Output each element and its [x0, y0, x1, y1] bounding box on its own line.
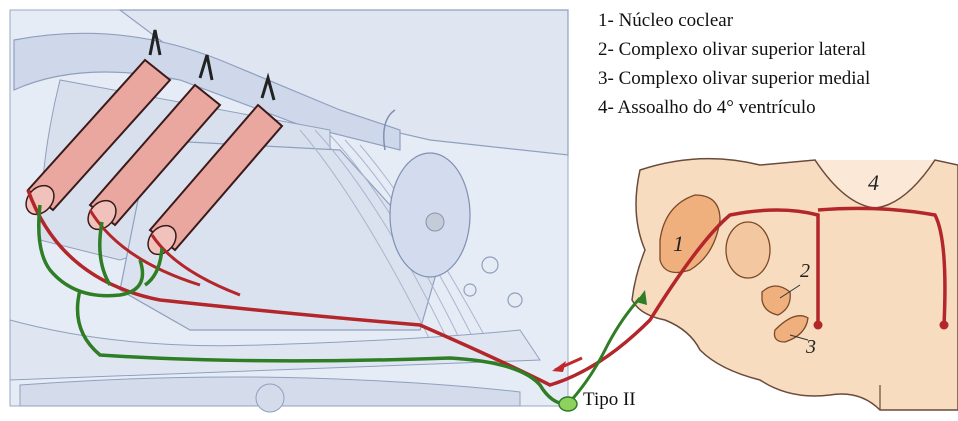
- legend-item: 2- Complexo olivar superior lateral: [598, 35, 870, 64]
- legend: 1- Núcleo coclear 2- Complexo olivar sup…: [598, 6, 870, 122]
- legend-item: 1- Núcleo coclear: [598, 6, 870, 35]
- label-1: 1: [673, 231, 684, 256]
- type-ii-label: Tipo II: [583, 389, 636, 411]
- type-ii-neuron: [559, 397, 577, 411]
- label-2: 2: [800, 260, 810, 282]
- label-4: 4: [868, 170, 879, 195]
- label-3: 3: [805, 336, 816, 358]
- legend-item: 3- Complexo olivar superior medial: [598, 64, 870, 93]
- legend-item: 4- Assoalho do 4° ventrículo: [598, 93, 870, 122]
- brainstem-section: [632, 159, 958, 410]
